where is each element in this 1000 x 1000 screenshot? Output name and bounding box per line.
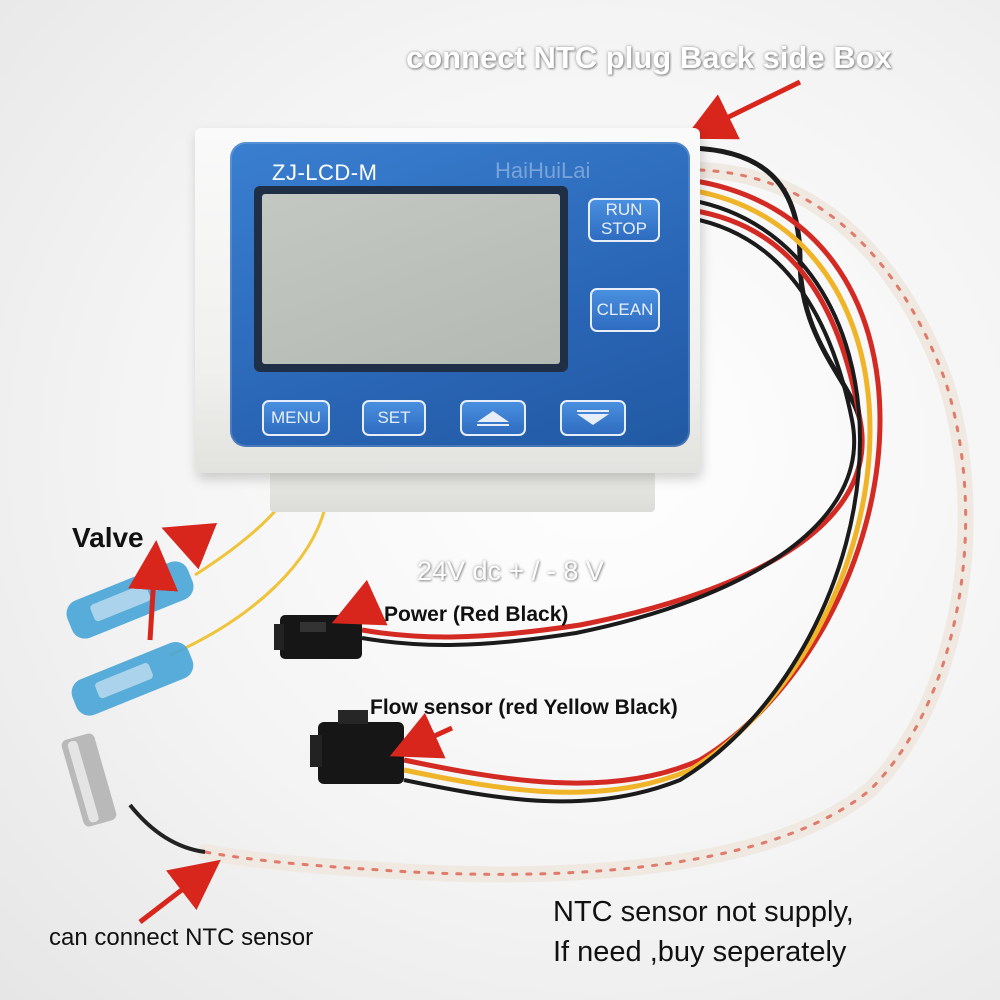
annotation-voltage: 24V dc + / - 8 V [417,556,604,586]
clean-label: CLEAN [596,299,654,319]
down-button[interactable] [560,400,626,436]
lcd-screen [262,194,560,364]
annotation-valve: Valve [72,522,144,553]
annotation-ntc-back-side: connect NTC plug Back side Box [406,40,892,75]
arrow-valve-1 [161,522,218,570]
arrow-power [331,579,388,626]
annotation-ntc-sensor: can connect NTC sensor [49,924,314,951]
valve-wire-2 [169,491,330,657]
model-label: ZJ-LCD-M [272,160,378,185]
flow-wire-yellow [403,187,873,795]
flow-connector [310,710,404,784]
arrow-ntc [138,859,221,924]
flow-wire-black [403,198,863,804]
menu-button[interactable]: MENU [262,400,330,436]
power-wire-black [361,216,856,647]
valve-terminal-1 [66,561,194,639]
arrow-to-back-side [684,79,802,140]
brand-watermark: HaiHuiLai [495,158,591,183]
triangle-down-icon [577,410,609,425]
set-label: SET [377,407,411,427]
ntc-cable-pattern [203,168,968,876]
valve-terminal-2 [71,642,194,716]
set-button[interactable]: SET [362,400,426,436]
clean-button[interactable]: CLEAN [590,288,660,332]
ntc-black-lead [128,803,206,854]
run-stop-button[interactable]: RUN STOP [588,198,660,242]
annotation-note-line-1: NTC sensor not supply, [553,896,854,928]
power-wire-red [361,207,865,640]
menu-label: MENU [270,407,322,427]
annotation-note-line-2: If need ,buy seperately [553,936,847,968]
flow-wire-red [403,177,883,786]
arrow-valve-2 [128,540,179,641]
power-connector [274,615,362,659]
arrow-flow [389,712,454,759]
annotation-flow-sensor: Flow sensor (red Yellow Black) [370,696,678,719]
up-button[interactable] [460,400,526,436]
annotation-power: Power (Red Black) [384,603,569,626]
ntc-probe [61,733,117,827]
triangle-up-icon [477,411,509,426]
device-housing-rear [270,470,655,512]
run-stop-label: RUN STOP [601,200,647,238]
